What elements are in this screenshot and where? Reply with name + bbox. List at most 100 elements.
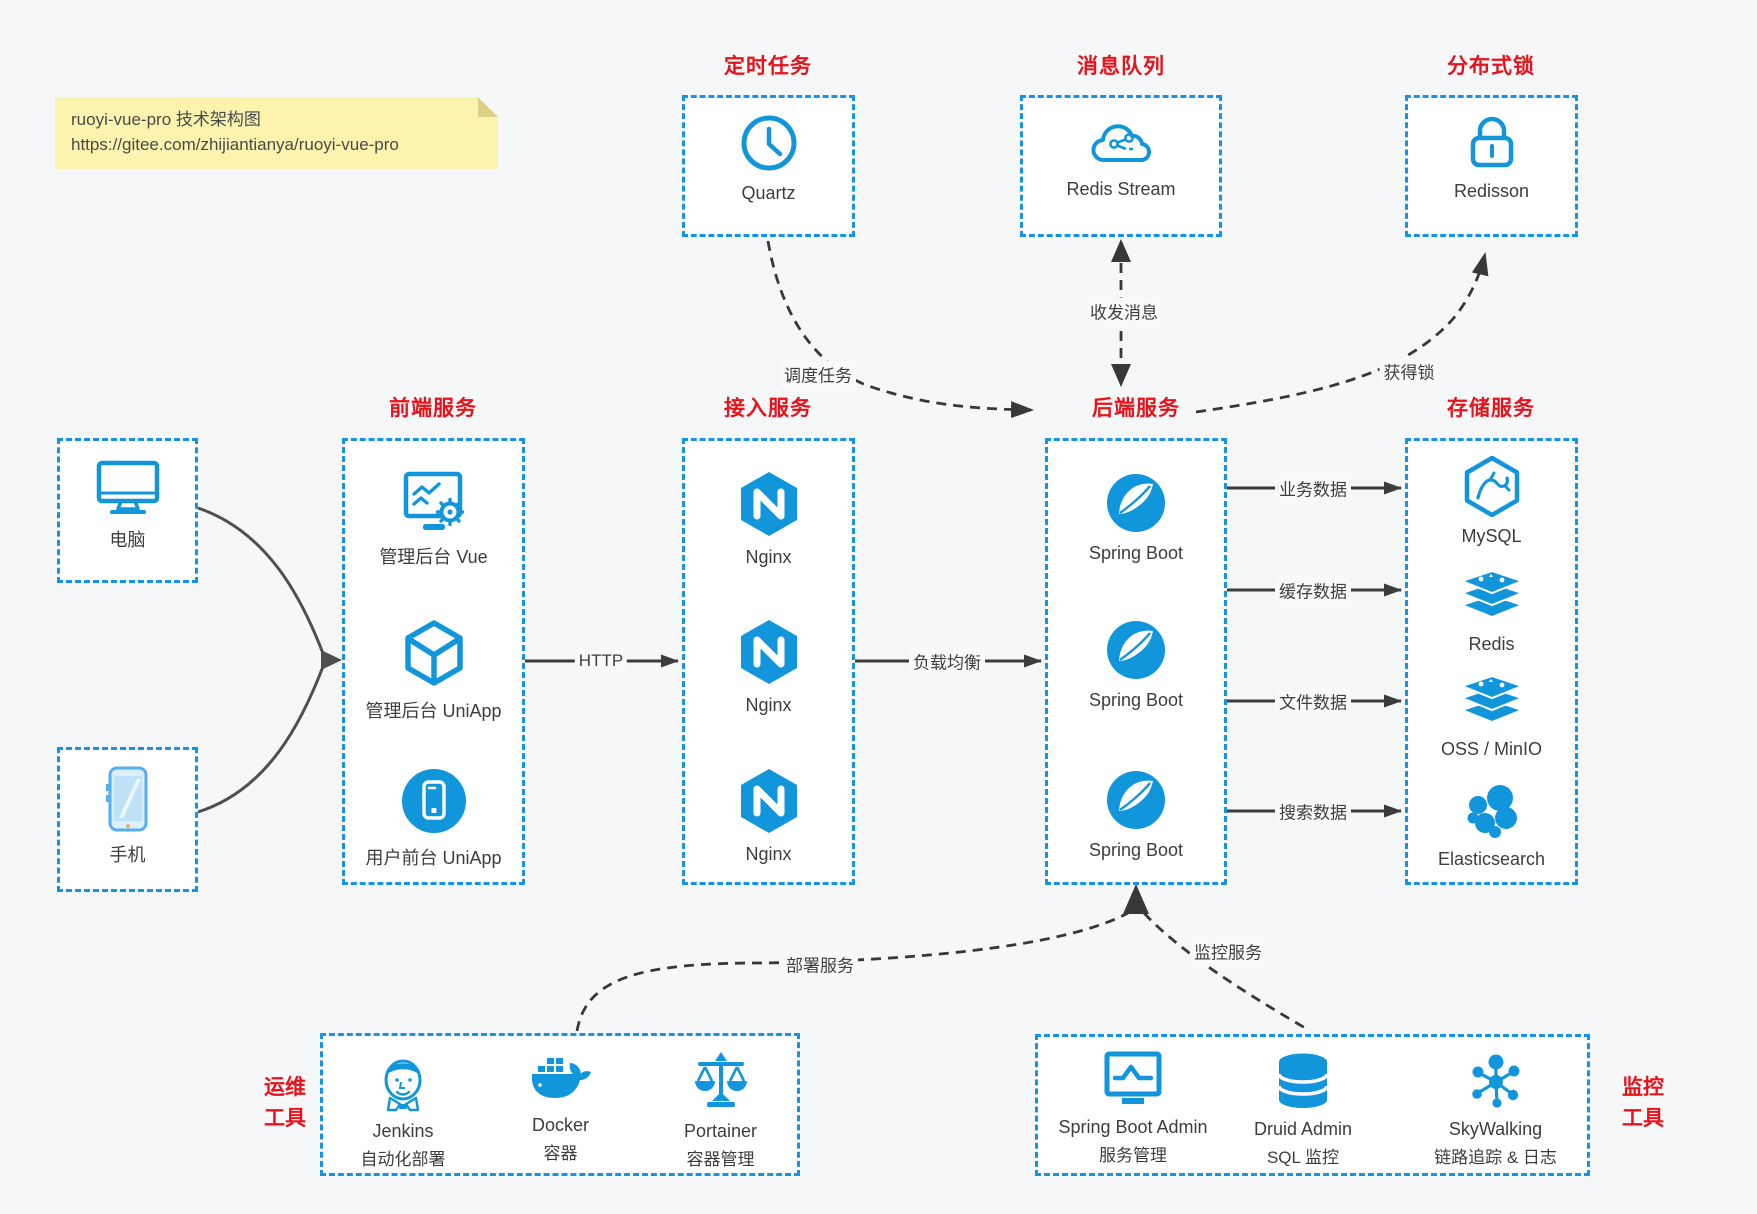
node-springboot-1-label: Spring Boot — [1088, 543, 1184, 563]
title-storage: 存储服务 — [1447, 397, 1535, 420]
edge-message-arrow-up — [1111, 239, 1131, 262]
node-sba: Spring Boot Admin 服务管理 — [1038, 1050, 1228, 1166]
title-message-queue: 消息队列 — [1077, 55, 1165, 78]
group-backend: Spring Boot Spring Boot Spring Boot — [1045, 438, 1227, 885]
node-admin-uniapp: 管理后台 UniApp — [345, 618, 522, 723]
lock-icon — [1463, 110, 1521, 172]
node-user-uniapp-label: 用户前台 UniApp — [365, 848, 502, 868]
node-oss-minio-label: OSS / MinIO — [1440, 739, 1543, 759]
edge-cache-data-label: 缓存数据 — [1275, 576, 1351, 604]
elasticsearch-icon — [1461, 784, 1523, 840]
node-springboot-1: Spring Boot — [1048, 472, 1224, 564]
node-nginx-3: Nginx — [685, 767, 852, 865]
edge-monitor-line — [1142, 912, 1308, 1031]
node-redis-stream: Redis Stream — [1020, 95, 1222, 237]
edge-lock-label: 获得锁 — [1379, 357, 1439, 385]
node-mysql-label: MySQL — [1461, 526, 1522, 546]
node-admin-uniapp-label: 管理后台 UniApp — [365, 701, 502, 721]
cloud-icon — [1086, 114, 1156, 170]
network-nodes-icon — [1466, 1050, 1526, 1110]
edge-schedule-label: 调度任务 — [780, 360, 856, 388]
node-druid: Druid Admin SQL 监控 — [1223, 1050, 1383, 1168]
nginx-icon — [738, 767, 800, 835]
node-springboot-2: Spring Boot — [1048, 619, 1224, 711]
node-computer: 电脑 — [57, 438, 198, 583]
node-nginx-2-label: Nginx — [745, 695, 792, 715]
label-monitoring-tools: 监控 工具 — [1622, 1076, 1664, 1130]
edge-computer-line — [197, 506, 326, 657]
node-elasticsearch: Elasticsearch — [1408, 784, 1575, 870]
edge-phone-line — [197, 663, 326, 814]
edge-monitor-label: 监控服务 — [1190, 937, 1266, 965]
sticky-note: ruoyi-vue-pro 技术架构图 https://gitee.com/zh… — [55, 97, 498, 169]
node-quartz-label: Quartz — [741, 183, 796, 203]
title-frontend: 前端服务 — [389, 397, 477, 420]
edge-load-balance-label: 负载均衡 — [909, 647, 985, 675]
node-admin-vue-label: 管理后台 Vue — [379, 547, 488, 567]
note-url[interactable]: https://gitee.com/zhijiantianya/ruoyi-vu… — [71, 135, 399, 154]
node-elasticsearch-label: Elasticsearch — [1437, 849, 1546, 869]
node-docker-desc: 容器 — [543, 1144, 578, 1163]
spring-icon — [1105, 619, 1167, 681]
group-storage: MySQL Redis — [1405, 438, 1578, 885]
node-nginx-1: Nginx — [685, 470, 852, 568]
node-druid-label: Druid Admin — [1253, 1119, 1353, 1139]
title-backend: 后端服务 — [1092, 397, 1180, 420]
title-scheduled-tasks: 定时任务 — [724, 55, 812, 78]
node-quartz: Quartz — [682, 95, 855, 237]
node-druid-desc: SQL 监控 — [1266, 1148, 1340, 1167]
note-fold-corner — [478, 97, 498, 117]
docker-icon — [528, 1050, 594, 1106]
node-skywalking-label: SkyWalking — [1448, 1119, 1543, 1139]
node-phone-label: 手机 — [109, 845, 146, 865]
group-monitoring-tools: Spring Boot Admin 服务管理 Druid Admin SQL 监… — [1035, 1034, 1590, 1176]
title-distributed-lock: 分布式锁 — [1447, 55, 1535, 78]
group-ops-tools: Jenkins 自动化部署 Docker 容器 — [320, 1033, 800, 1176]
node-portainer-label: Portainer — [683, 1121, 758, 1141]
node-redis: Redis — [1408, 567, 1575, 655]
admin-dashboard-icon — [399, 470, 469, 534]
node-computer-label: 电脑 — [109, 530, 146, 550]
node-oss-minio: OSS / MinIO — [1408, 672, 1575, 760]
node-user-uniapp: 用户前台 UniApp — [345, 767, 522, 870]
clock-icon — [738, 112, 800, 174]
node-phone: 手机 — [57, 747, 198, 892]
spring-icon — [1105, 769, 1167, 831]
edge-lock-line — [1195, 252, 1489, 414]
desktop-icon — [95, 459, 161, 517]
jenkins-icon — [374, 1050, 432, 1112]
database-icon — [1274, 1050, 1332, 1110]
node-redisson-label: Redisson — [1453, 181, 1530, 201]
node-nginx-1-label: Nginx — [745, 547, 792, 567]
node-sba-desc: 服务管理 — [1099, 1146, 1167, 1165]
edge-message-arrow-down — [1111, 364, 1131, 387]
node-nginx-2: Nginx — [685, 618, 852, 716]
node-admin-vue: 管理后台 Vue — [345, 470, 522, 569]
node-skywalking-desc: 链路追踪 & 日志 — [1434, 1148, 1557, 1167]
edge-search-data-label: 搜索数据 — [1275, 797, 1351, 825]
node-mysql: MySQL — [1408, 455, 1575, 547]
nginx-icon — [738, 470, 800, 538]
edge-file-data-label: 文件数据 — [1275, 687, 1351, 715]
edge-http-label: HTTP — [574, 650, 628, 672]
node-sba-label: Spring Boot Admin — [1058, 1117, 1208, 1137]
node-docker: Docker 容器 — [488, 1050, 633, 1164]
node-redis-label: Redis — [1468, 634, 1515, 654]
node-jenkins: Jenkins 自动化部署 — [333, 1050, 473, 1170]
cube-icon — [399, 618, 469, 688]
label-ops-tools: 运维 工具 — [264, 1076, 306, 1130]
node-jenkins-desc: 自动化部署 — [360, 1150, 446, 1169]
smartphone-icon — [105, 766, 151, 832]
node-nginx-3-label: Nginx — [745, 844, 792, 864]
edge-deploy-label: 部署服务 — [782, 950, 858, 978]
note-title: ruoyi-vue-pro 技术架构图 — [71, 110, 261, 129]
redis-stack-icon — [1458, 567, 1526, 625]
oss-stack-icon — [1458, 672, 1526, 730]
mysql-icon — [1461, 455, 1523, 517]
monitor-chart-icon — [1101, 1050, 1165, 1108]
node-docker-label: Docker — [531, 1115, 589, 1135]
mobile-app-icon — [400, 767, 468, 835]
node-redisson: Redisson — [1405, 95, 1578, 237]
edge-backend-arrowhead — [1123, 884, 1149, 914]
